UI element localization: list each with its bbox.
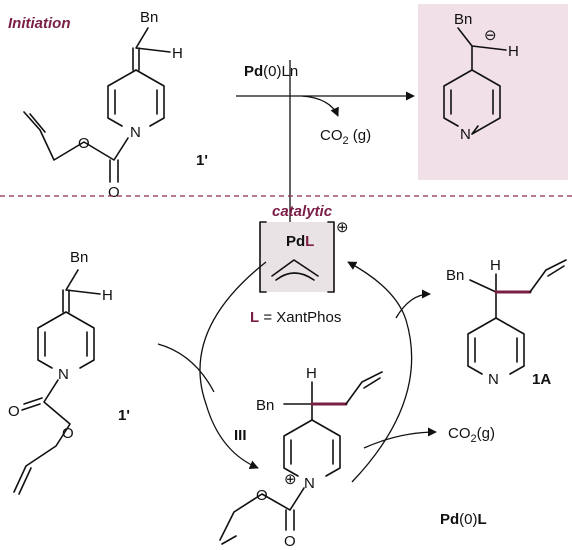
h-label-top: H [172, 45, 183, 62]
co2-2-tail: (g) [477, 425, 495, 442]
ligand-eq: = XantPhos [259, 309, 341, 326]
co2-2-sub: 2 [471, 433, 477, 445]
co2-gas-label-2: CO2(g) [448, 425, 495, 445]
co2-release-arrow-2 [363, 427, 437, 449]
co2-2-main: CO [448, 425, 471, 442]
cycle-arc-left [199, 261, 267, 470]
co2-1-main: CO [320, 127, 343, 144]
co2-1-tail: (g) [349, 127, 372, 144]
pd0L-label: Pd(0)L [440, 511, 487, 528]
pd0L-l: L [478, 511, 487, 528]
compound-1prime-top [23, 27, 171, 183]
o-label-III-carbonyl: O [284, 533, 296, 550]
minus-charge-icon: ⊖ [484, 27, 497, 44]
reagent-ox: (0) [263, 63, 281, 80]
compound-1prime-cycle [13, 269, 101, 495]
n-label-1A: N [488, 371, 499, 388]
initiation-label: Initiation [8, 15, 71, 32]
o-label-top-ester: O [78, 135, 90, 152]
n-label-top: N [130, 124, 141, 141]
product-1A-structure [467, 259, 567, 375]
intermediate-label-III: III [234, 427, 247, 444]
pdL-l: L [305, 233, 314, 250]
o-label-cycle-carbonyl: O [8, 403, 20, 420]
carbanion-bn: Bn [454, 11, 472, 28]
co2-gas-label-1: CO2 (g) [320, 127, 371, 147]
pdL-label: PdL [286, 233, 314, 250]
allyl-delocalized [275, 272, 315, 281]
compound-label-1prime-cycle: 1' [118, 407, 130, 424]
o-label-III-ester: O [256, 487, 268, 504]
h-label-1A: H [490, 257, 501, 274]
plus-charge-icon-III: ⊕ [284, 471, 297, 488]
substrate-entry-arrow [157, 343, 215, 393]
reagent-pd0ln: Pd(0)Ln [244, 63, 298, 80]
n-label-III: N [304, 475, 315, 492]
allyl-ligand [271, 259, 319, 277]
pd0L-pd: Pd [440, 511, 459, 528]
bn-label-1A: Bn [446, 267, 464, 284]
compound-label-1prime-top: 1' [196, 152, 208, 169]
pdL-pd: Pd [286, 233, 305, 250]
carbanion-h: H [508, 43, 519, 60]
cycle-arc-right [347, 261, 413, 483]
bn-label-cycle: Bn [70, 249, 88, 266]
plus-charge-icon-pd: ⊕ [336, 219, 349, 236]
catalytic-label: catalytic [272, 203, 333, 220]
ligand-l: L [250, 309, 259, 326]
bn-label-III: Bn [256, 397, 274, 414]
o-label-cycle-ester: O [62, 425, 74, 442]
co2-1-sub: 2 [343, 135, 349, 147]
carbanion-n: N [460, 126, 471, 143]
bn-label-top: Bn [140, 9, 158, 26]
ligand-definition: L = XantPhos [250, 309, 341, 326]
catalyst-box [260, 222, 334, 292]
bracket-left [259, 221, 267, 293]
intermediate-III-structure [219, 371, 383, 545]
pd0L-ox: (0) [459, 511, 477, 528]
product-release-arrow [395, 289, 431, 319]
h-label-cycle: H [102, 287, 113, 304]
reagent-pd: Pd [244, 63, 263, 80]
o-label-top-carbonyl: O [108, 184, 120, 201]
carbanion-structure [443, 27, 507, 135]
h-label-III: H [306, 365, 317, 382]
compound-label-1A: 1A [532, 371, 551, 388]
co2-release-arrow-1 [301, 95, 339, 117]
n-label-cycle: N [58, 366, 69, 383]
bracket-right [327, 221, 335, 293]
